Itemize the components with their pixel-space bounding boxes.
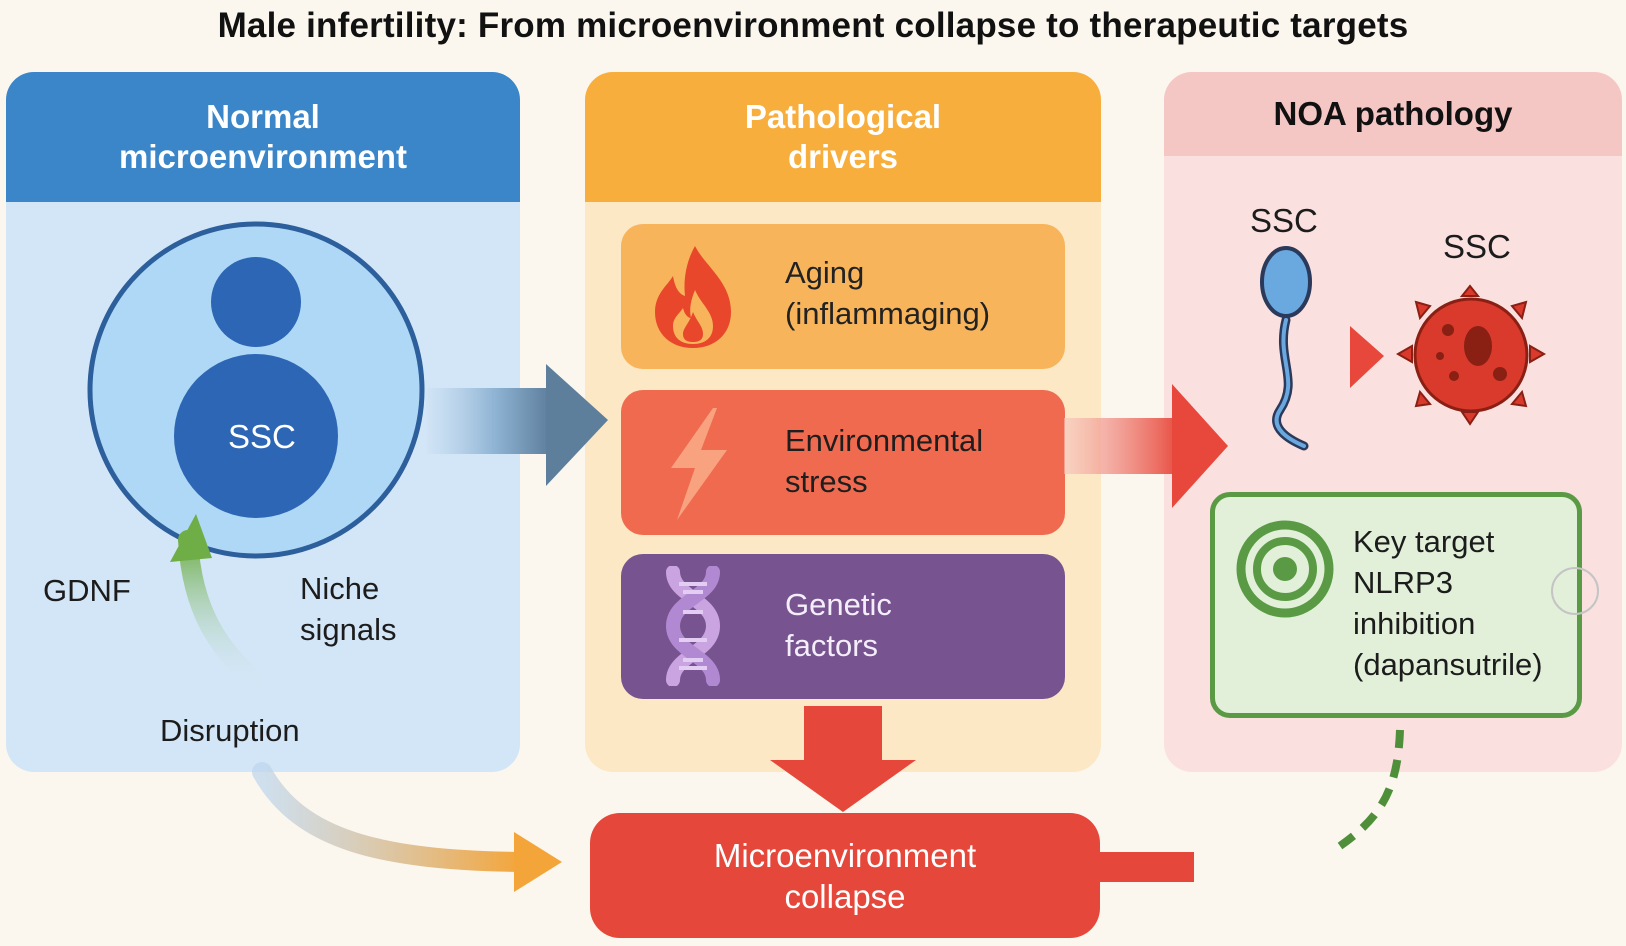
genetic-label-line1: Genetic bbox=[785, 587, 892, 622]
drivers-panel-heading: Pathological drivers bbox=[585, 72, 1101, 202]
normal-panel-heading-text: Normal microenvironment bbox=[119, 98, 407, 175]
target-line3: inhibition bbox=[1353, 606, 1476, 641]
aging-label-line1: Aging bbox=[785, 255, 865, 290]
red-flow-arrow bbox=[1064, 384, 1228, 508]
blue-flow-arrow bbox=[426, 364, 608, 486]
gdnf-label: GDNF bbox=[43, 573, 131, 608]
driver-genetic-factors: Genetic factors bbox=[621, 554, 1065, 699]
disruption-arrow bbox=[252, 762, 562, 892]
down-arrow-to-collapse bbox=[770, 706, 916, 812]
env-label-line1: Environmental bbox=[785, 423, 984, 458]
target-line1: Key target bbox=[1353, 524, 1495, 559]
normal-panel-heading: Normal microenvironment bbox=[6, 72, 520, 202]
healthy-ssc-label: SSC bbox=[1250, 202, 1318, 239]
collapse-line1: Microenvironment bbox=[713, 837, 977, 874]
genetic-label-line2: factors bbox=[785, 628, 879, 663]
ssc-niche-cell bbox=[87, 221, 425, 559]
env-label-line2: stress bbox=[785, 464, 868, 499]
collapse-connector bbox=[1098, 852, 1194, 882]
key-target-box: Key target NLRP3 inhibition (dapansutril… bbox=[1210, 492, 1599, 718]
drivers-panel-heading-text: Pathological drivers bbox=[744, 98, 942, 175]
target-icon bbox=[1236, 520, 1334, 618]
noa-panel-heading-text: NOA pathology bbox=[1273, 95, 1513, 132]
niche-signals-label: Niche signals bbox=[300, 568, 397, 650]
target-line2: NLRP3 bbox=[1353, 565, 1453, 600]
key-target-text: Key target NLRP3 inhibition (dapansutril… bbox=[1353, 521, 1543, 685]
diagram-title: Male infertility: From microenvironment … bbox=[217, 6, 1409, 45]
aging-label-line2: (inflammaging) bbox=[785, 296, 991, 331]
pathological-drivers-panel: Pathological drivers Aging (inflammaging… bbox=[585, 72, 1101, 772]
collapse-label: Microenvironment collapse bbox=[590, 835, 1100, 917]
dna-icon bbox=[665, 566, 721, 686]
flame-icon bbox=[655, 246, 731, 348]
target-side-marker bbox=[1551, 567, 1599, 615]
target-line4: (dapansutrile) bbox=[1353, 647, 1543, 682]
driver-environmental-stress: Environmental stress bbox=[621, 390, 1065, 535]
niche-signals-line1: Niche bbox=[300, 571, 380, 606]
driver-aging: Aging (inflammaging) bbox=[621, 224, 1065, 369]
therapy-dashed-link bbox=[1337, 729, 1404, 850]
microenvironment-collapse-box: Microenvironment collapse bbox=[590, 813, 1100, 938]
damaged-ssc-label: SSC bbox=[1443, 228, 1511, 265]
noa-panel-heading: NOA pathology bbox=[1164, 72, 1622, 156]
healthy-ssc-icon bbox=[1260, 246, 1312, 451]
lightning-icon bbox=[671, 408, 727, 520]
damaged-ssc-icon bbox=[1395, 284, 1547, 426]
niche-signals-line2: signals bbox=[300, 612, 397, 647]
gdnf-arrow bbox=[170, 514, 272, 698]
transition-arrow bbox=[1350, 326, 1384, 388]
collapse-line2: collapse bbox=[784, 878, 906, 915]
ssc-cell-label: SSC bbox=[228, 418, 296, 455]
disruption-label: Disruption bbox=[160, 713, 300, 748]
